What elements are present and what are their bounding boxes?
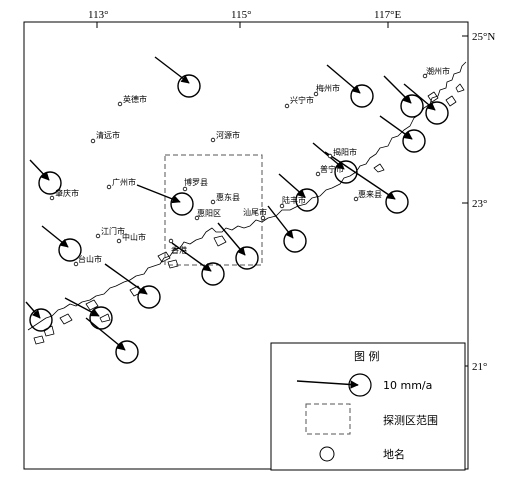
error-ellipse [38, 171, 62, 195]
city-label: 普宁市 [320, 164, 344, 174]
city-marker [182, 186, 188, 192]
velocity-arrow [403, 83, 436, 111]
velocity-vectors [25, 56, 449, 364]
city-marker [194, 215, 200, 221]
city-marker [279, 203, 285, 209]
velocity-arrow [136, 184, 181, 204]
city-markers [49, 73, 428, 267]
city-label: 广州市 [112, 177, 136, 187]
error-ellipse [385, 190, 409, 214]
legend-arrow [296, 380, 359, 389]
error-ellipse [89, 306, 113, 330]
city-label: 英德市 [123, 94, 147, 104]
legend-survey-box [305, 403, 351, 435]
city-marker [49, 195, 55, 201]
city-label: 肇庆市 [55, 188, 79, 198]
city-marker [95, 233, 101, 239]
velocity-arrow [278, 173, 306, 198]
city-marker [90, 138, 96, 144]
legend-title: 图 例 [354, 349, 380, 363]
x-tick-label: 115° [231, 9, 252, 21]
error-ellipse [58, 238, 82, 262]
city-label: 惠阳区 [197, 208, 221, 218]
city-label: 惠来县 [358, 189, 382, 199]
city-label: 博罗县 [184, 177, 208, 187]
city-label: 惠东县 [216, 192, 240, 202]
velocity-arrow [25, 301, 41, 319]
y-tick-label: 21° [472, 361, 487, 373]
city-marker [210, 199, 216, 205]
city-label: 中山市 [122, 232, 146, 242]
city-marker [315, 171, 321, 177]
velocity-arrow [85, 317, 126, 351]
error-ellipse [115, 340, 139, 364]
velocity-arrow [104, 263, 148, 295]
error-ellipse [283, 229, 307, 253]
city-labels: 英德市 梅州市 兴宁市 潮州市 清远市 河源市 揭阳市 普宁市 广州市 博罗县 … [55, 66, 450, 264]
city-label: 揭阳市 [333, 147, 357, 157]
city-label: 河源市 [216, 130, 240, 140]
velocity-arrow [324, 151, 396, 200]
velocity-arrow [171, 242, 212, 272]
city-label: 香港 [171, 245, 187, 255]
city-marker [353, 196, 359, 202]
error-ellipse [170, 192, 194, 216]
city-label: 兴宁市 [290, 95, 314, 105]
error-ellipse [402, 129, 426, 153]
city-marker [260, 215, 266, 221]
error-ellipse [137, 285, 161, 309]
error-ellipse [350, 84, 374, 108]
city-marker [106, 184, 112, 190]
error-ellipse [29, 308, 53, 332]
city-marker [210, 137, 216, 143]
y-tick-label: 23° [472, 198, 487, 210]
legend: 图 例 10 mm/a 探测区范围 地名 [270, 342, 466, 471]
x-tick-label: 113° [88, 9, 109, 21]
city-label: 汕尾市 [243, 207, 267, 217]
velocity-arrow [267, 205, 294, 239]
city-label: 江门市 [101, 226, 125, 236]
velocity-arrow [326, 64, 361, 94]
legend-box-label: 探测区范围 [383, 413, 438, 427]
error-ellipse [425, 101, 449, 125]
velocity-arrow [64, 297, 100, 317]
city-label: 台山市 [78, 254, 102, 264]
survey-area-box [164, 154, 263, 266]
city-label: 陆丰市 [282, 195, 306, 205]
error-ellipse [400, 94, 424, 118]
city-label: 清远市 [96, 130, 120, 140]
legend-place-label: 地名 [383, 447, 405, 461]
error-ellipse [295, 188, 319, 212]
city-marker [313, 91, 319, 97]
velocity-arrow [217, 222, 246, 256]
legend-box [270, 342, 466, 471]
error-ellipse [201, 262, 225, 286]
city-marker [117, 101, 123, 107]
velocity-arrow [41, 225, 69, 248]
city-marker [327, 153, 333, 159]
legend-arrow-circle [348, 373, 372, 397]
map-frame [23, 21, 469, 470]
city-marker [116, 238, 122, 244]
legend-arrow-label: 10 mm/a [383, 379, 432, 392]
city-label: 潮州市 [426, 66, 450, 76]
x-tick-label: 117°E [374, 9, 401, 21]
y-tick-label: 25°N [472, 31, 495, 43]
city-marker [73, 261, 79, 267]
city-marker [422, 73, 428, 79]
velocity-arrow [154, 56, 190, 84]
error-ellipse [235, 246, 259, 270]
axis-ticks [96, 22, 468, 367]
city-label: 梅州市 [316, 83, 340, 93]
city-marker [168, 238, 174, 244]
error-ellipse [177, 74, 201, 98]
city-marker [284, 103, 290, 109]
velocity-arrow [29, 159, 50, 181]
velocity-arrow [383, 75, 412, 104]
error-ellipse [334, 160, 358, 184]
legend-place-circle [319, 446, 335, 462]
velocity-arrow [379, 115, 413, 140]
coastline [27, 61, 467, 345]
